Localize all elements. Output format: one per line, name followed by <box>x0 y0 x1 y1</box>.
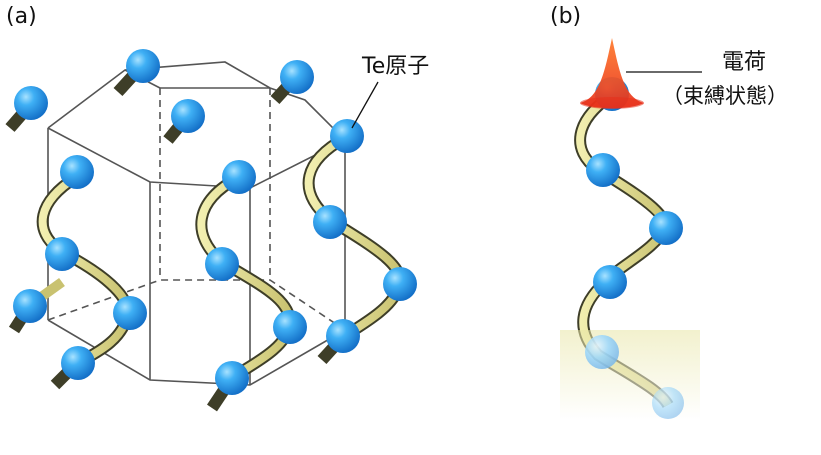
te-atom-faded <box>652 387 684 419</box>
panel-a-label: (a) <box>6 4 37 29</box>
te-atom <box>586 153 620 187</box>
te-atom <box>113 296 147 330</box>
frame-hidden-edges <box>47 88 346 331</box>
panel-b-label: (b) <box>550 4 582 29</box>
te-atom <box>45 237 79 271</box>
te-atom <box>205 247 239 281</box>
te-atom <box>60 155 94 189</box>
te-atom <box>126 49 160 83</box>
te-atom <box>326 319 360 353</box>
bound-charge-peak <box>580 38 644 109</box>
te-atom <box>273 310 307 344</box>
panel-b <box>560 38 702 420</box>
te-atom <box>215 361 249 395</box>
te-atom <box>330 119 364 153</box>
panel-a <box>5 49 417 412</box>
te-atom-faded <box>585 335 619 369</box>
te-atom <box>383 267 417 301</box>
atoms-a <box>13 49 417 395</box>
hexagonal-frame <box>47 61 347 386</box>
te-atom-label: Te原子 <box>362 54 430 79</box>
te-atom <box>649 211 683 245</box>
te-atom <box>313 205 347 239</box>
te-atom <box>171 99 205 133</box>
te-atom <box>593 265 627 299</box>
te-atom-pointer <box>351 81 379 129</box>
te-atom <box>61 346 95 380</box>
te-atom <box>280 60 314 94</box>
charge-label: 電荷 <box>722 50 767 75</box>
te-atom <box>13 289 47 323</box>
bound-state-label: （束縛状態） <box>662 84 788 108</box>
te-atom <box>222 160 256 194</box>
helix-chain-b <box>560 90 700 420</box>
te-atom <box>14 86 48 120</box>
